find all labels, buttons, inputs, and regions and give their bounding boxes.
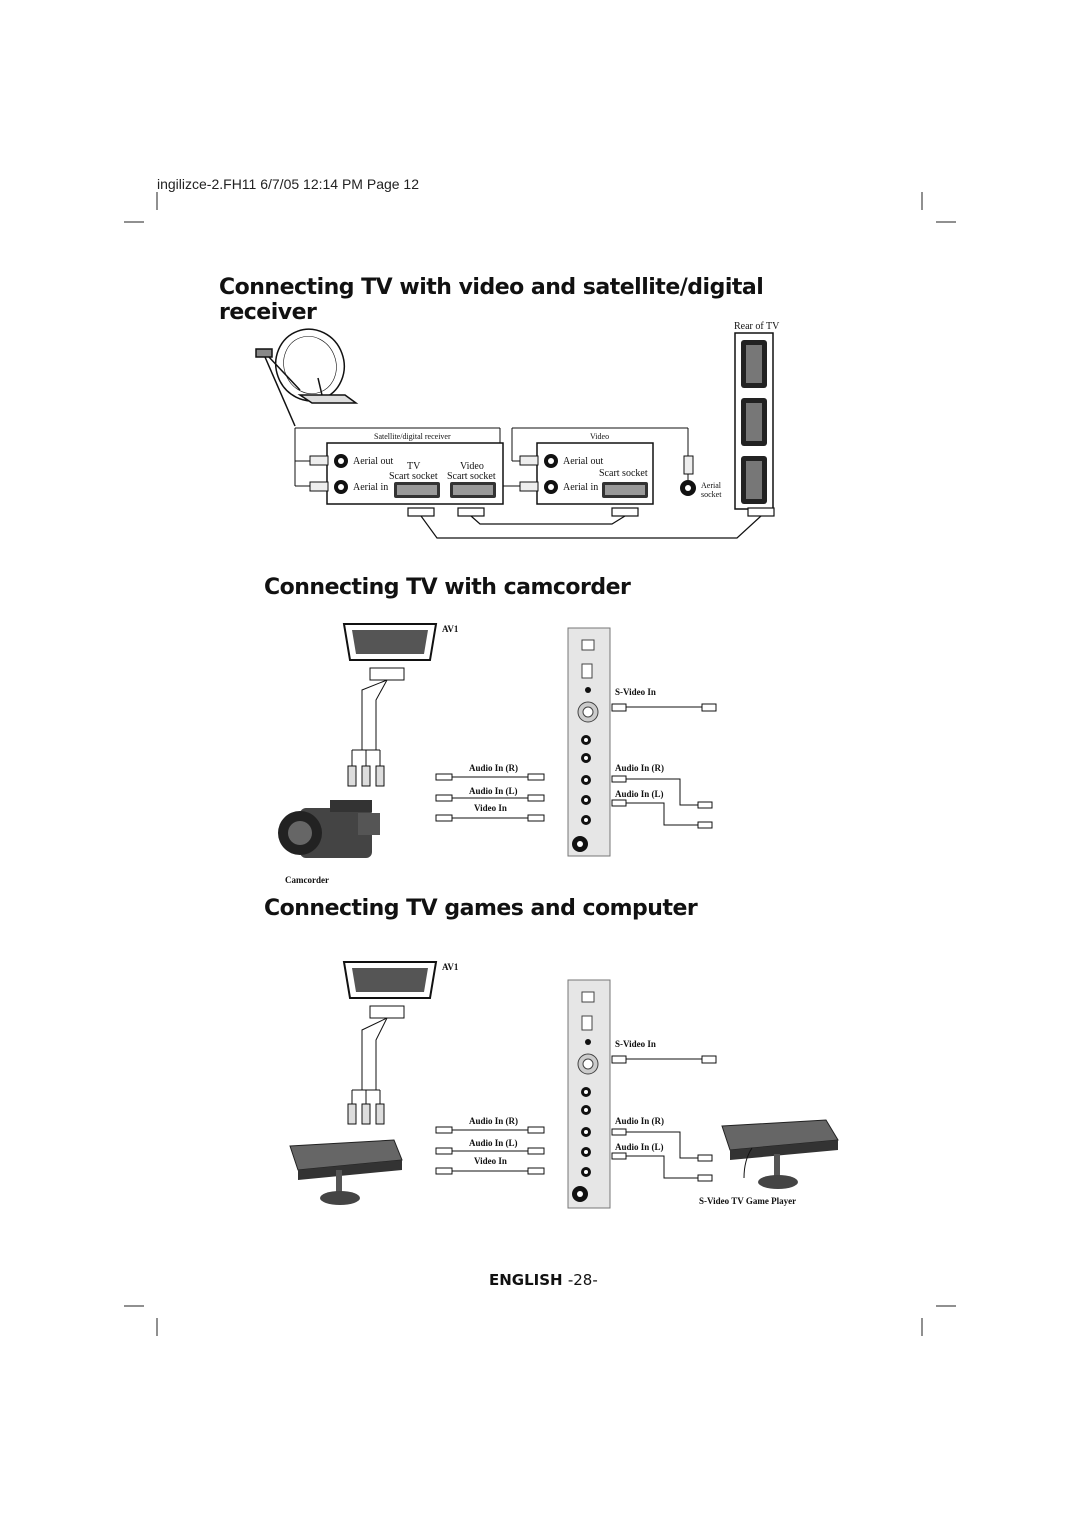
cam-audio-in-l-right: Audio In (L) — [615, 789, 664, 799]
scart-connector-icon — [741, 398, 767, 446]
audio-cable — [611, 775, 713, 829]
games-audio-in-r-right: Audio In (R) — [615, 1116, 664, 1126]
receiver-video-label: Video — [460, 461, 484, 472]
rear-of-tv-label: Rear of TV — [734, 321, 780, 332]
av1-scart-icon — [342, 961, 438, 1019]
antenna-jack-icon — [572, 1186, 588, 1202]
scart-cable — [407, 507, 775, 539]
receiver-tv-label: TV — [407, 461, 421, 472]
rca-plugs-icon — [347, 750, 385, 787]
camcorder-icon — [278, 800, 380, 858]
rca-jack-icon — [581, 815, 591, 825]
tv-side-panel — [567, 627, 611, 857]
satellite-dish-icon — [255, 328, 359, 427]
cam-s-video-in: S-Video In — [615, 687, 656, 697]
rca-plugs-icon — [347, 1090, 385, 1125]
rca-jack-icon — [581, 1105, 591, 1115]
game-console-icon — [721, 1119, 839, 1189]
rca-jack-icon — [581, 735, 591, 745]
rear-of-tv-panel — [734, 332, 774, 510]
receiver-scart-label-2: Scart socket — [447, 471, 496, 482]
camcorder-av1-label: AV1 — [442, 624, 459, 634]
game-player-label: S-Video TV Game Player — [699, 1196, 796, 1206]
rca-cable — [435, 773, 545, 822]
games-audio-in-l-right: Audio In (L) — [615, 1142, 664, 1152]
games-av1-label: AV1 — [442, 962, 459, 972]
receiver-scart-label-1: Scart socket — [389, 471, 438, 482]
games-video-in-left: Video In — [474, 1156, 507, 1166]
audio-cable — [611, 1128, 713, 1182]
section-title-games: Connecting TV games and computer — [264, 896, 698, 921]
rca-cable — [435, 1126, 545, 1175]
cam-video-in-left: Video In — [474, 803, 507, 813]
video-label: Video — [590, 432, 609, 441]
rca-jack-icon — [581, 1087, 591, 1097]
receiver-label: Satellite/digital receiver — [374, 432, 451, 441]
games-s-video-in: S-Video In — [615, 1039, 656, 1049]
scart-socket-icon — [394, 482, 440, 498]
scart-socket-icon — [602, 482, 648, 498]
games-audio-in-l-left: Audio In (L) — [469, 1138, 518, 1148]
aerial-jack-icon — [544, 480, 558, 494]
aerial-socket-icon — [680, 480, 696, 496]
av1-scart-icon — [342, 623, 438, 681]
rca-jack-icon — [581, 753, 591, 763]
games-audio-in-r-left: Audio In (R) — [469, 1116, 518, 1126]
scart-connector-icon — [741, 340, 767, 388]
cam-audio-in-l-left: Audio In (L) — [469, 786, 518, 796]
video-scart-label: Scart socket — [599, 468, 648, 479]
tv-side-panel — [567, 979, 611, 1209]
receiver-aerial-in: Aerial in — [353, 482, 388, 493]
print-header-line: ingilizce-2.FH11 6/7/05 12:14 PM Page 12 — [157, 176, 420, 192]
aerial-jack-icon — [334, 454, 348, 468]
section-title-satellite-line1: Connecting TV with video and satellite/d… — [219, 275, 764, 300]
scart-socket-icon — [450, 482, 496, 498]
rca-jack-icon — [581, 775, 591, 785]
scart-connector-icon — [741, 456, 767, 504]
rca-jack-icon — [581, 1167, 591, 1177]
game-console-icon — [289, 1139, 403, 1205]
tv-aerial-label: Aerial — [701, 481, 722, 490]
rca-jack-icon — [581, 795, 591, 805]
video-aerial-out: Aerial out — [563, 456, 603, 467]
s-video-cable — [611, 1055, 717, 1064]
antenna-jack-icon — [572, 836, 588, 852]
video-aerial-in: Aerial in — [563, 482, 598, 493]
section-title-camcorder: Connecting TV with camcorder — [264, 575, 631, 600]
receiver-aerial-out: Aerial out — [353, 456, 393, 467]
section-title-satellite-line2: receiver — [219, 300, 317, 325]
rca-jack-icon — [581, 1147, 591, 1157]
footer-page-number: -28- — [567, 1271, 598, 1289]
footer-language: ENGLISH — [489, 1271, 563, 1289]
aerial-jack-icon — [544, 454, 558, 468]
cam-audio-in-r-right: Audio In (R) — [615, 763, 664, 773]
page-footer: ENGLISH -28- — [489, 1271, 598, 1289]
tv-socket-label: socket — [701, 490, 722, 499]
rca-jack-icon — [581, 1127, 591, 1137]
camcorder-label: Camcorder — [285, 875, 329, 885]
cam-audio-in-r-left: Audio In (R) — [469, 763, 518, 773]
s-video-cable — [611, 703, 717, 712]
aerial-jack-icon — [334, 480, 348, 494]
